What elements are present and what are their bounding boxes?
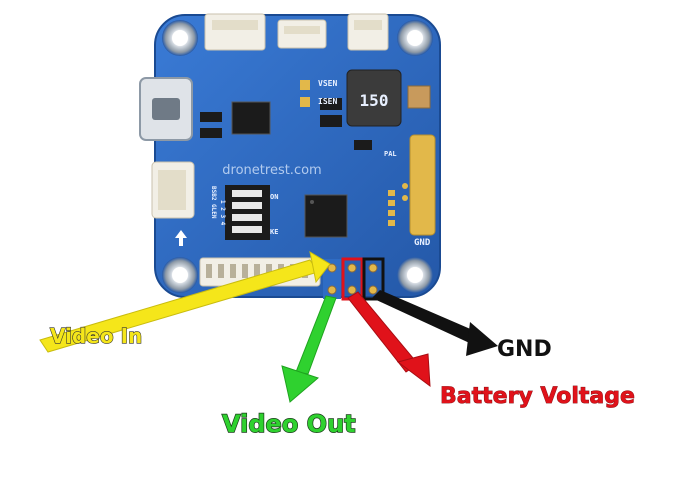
label-video-in: Video In	[50, 324, 142, 348]
inductor	[346, 69, 402, 127]
silk-pal: PAL	[384, 150, 397, 158]
silk-gnd: GND	[414, 238, 431, 248]
arrow-video-out	[281, 295, 337, 403]
pin-gnd-2	[368, 285, 378, 295]
pin-box-gnd	[362, 257, 385, 301]
capacitor	[407, 85, 431, 109]
pin-battery-2	[347, 285, 357, 295]
arrow-gnd	[372, 290, 498, 356]
gold-pad	[409, 134, 436, 236]
pin-video-out	[327, 285, 337, 295]
silk-ke: KE	[270, 228, 278, 236]
pin-box-video	[323, 259, 341, 299]
label-gnd: GND	[497, 337, 552, 362]
silk-vsen: VSEN	[318, 79, 337, 88]
pin-gnd-1	[368, 263, 378, 273]
silk-dip-left: BSB2 GLEN	[210, 186, 217, 219]
connector-top-right	[347, 13, 389, 51]
chip-upper	[231, 101, 271, 135]
label-battery-voltage: Battery Voltage	[440, 384, 635, 409]
pcb-board: 150 VSEN ISEN dronetrest.com	[139, 13, 441, 301]
label-video-out: Video Out	[222, 410, 356, 438]
silk-isen: ISEN	[318, 97, 337, 106]
pin-battery-1	[347, 263, 357, 273]
arrow-battery	[347, 291, 431, 388]
silk-dip-numbers: 1 2 3 4	[219, 200, 226, 226]
silk-on: ON	[270, 193, 278, 201]
silk-watermark: dronetrest.com	[222, 163, 321, 178]
pin-video-in	[327, 263, 337, 273]
arrow-video-in	[39, 250, 331, 353]
connector-top-left	[204, 13, 266, 51]
inductor-marking: 150	[360, 91, 389, 110]
header-pins	[323, 257, 385, 301]
